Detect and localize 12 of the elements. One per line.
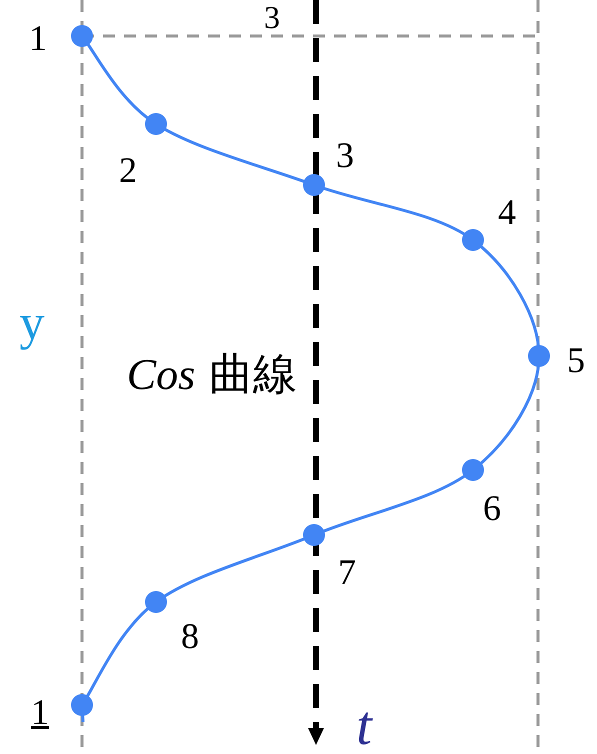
point-number: 7 <box>338 554 356 590</box>
point-number: 1 <box>31 694 49 730</box>
point-number: 6 <box>483 490 501 526</box>
point-number: 3 <box>336 137 354 173</box>
axis-label: t <box>356 698 372 754</box>
curve-label: Cos 曲線 <box>126 353 298 397</box>
point-number: 2 <box>119 152 137 188</box>
point-number: 3 <box>264 1 280 33</box>
point-number: 4 <box>498 194 516 230</box>
point-number: 1 <box>29 20 47 56</box>
point-number: 5 <box>567 342 585 378</box>
point-number: 8 <box>181 618 199 654</box>
